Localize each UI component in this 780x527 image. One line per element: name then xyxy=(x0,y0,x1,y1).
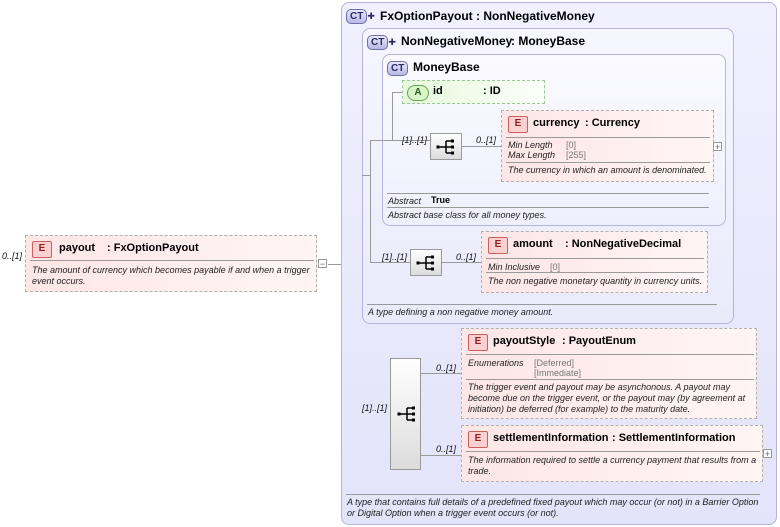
max-length-label: Max Length xyxy=(508,150,556,160)
id-attribute-name: id xyxy=(433,85,443,97)
settlement-information-doc: The information required to settle a cur… xyxy=(468,455,757,476)
non-negative-money-title: NonNegativeMoney xyxy=(401,34,513,48)
min-inclusive-value: [0] xyxy=(550,262,561,272)
payout-style-name: payoutStyle xyxy=(493,335,556,347)
max-length-value: [255] xyxy=(566,150,587,160)
fx-option-payout-sequence-occurrence: [1]..[1] xyxy=(362,403,388,413)
non-negative-money-type-ref: : MoneyBase xyxy=(511,34,586,48)
enum-value-immediate: [Immediate] xyxy=(534,368,582,378)
payout-style-occurrence: 0..[1] xyxy=(436,363,457,373)
collapse-payout-icon[interactable]: − xyxy=(318,259,327,269)
fx-option-payout-sequence[interactable] xyxy=(390,358,421,470)
min-length-label: Min Length xyxy=(508,140,553,150)
payout-name: payout xyxy=(59,242,96,254)
sequence-compositor-icon xyxy=(416,255,434,271)
root-occurrence: 0..[1] xyxy=(2,251,23,261)
non-negative-money-sequence[interactable] xyxy=(410,249,442,276)
currency-element[interactable]: E currency : Currency Min Length [0] Max… xyxy=(501,110,714,182)
amount-occurrence: 0..[1] xyxy=(456,252,477,262)
payout-style-type: : PayoutEnum xyxy=(562,335,636,347)
complex-type-badge: CT xyxy=(346,9,368,24)
min-inclusive-label: Min Inclusive xyxy=(488,262,541,272)
id-attribute-type: : ID xyxy=(483,85,501,97)
element-badge: E xyxy=(32,241,52,258)
money-base-sequence[interactable] xyxy=(430,133,462,160)
settlement-information-name: settlementInformation xyxy=(493,432,609,444)
amount-element[interactable]: E amount : NonNegativeDecimal Min Inclus… xyxy=(481,231,708,293)
fx-option-payout-title: FxOptionPayout : NonNegativeMoney xyxy=(380,9,595,23)
abstract-value: True xyxy=(431,195,451,205)
sequence-compositor-icon xyxy=(397,406,415,422)
payout-type: : FxOptionPayout xyxy=(107,242,199,254)
currency-occurrence: 0..[1] xyxy=(476,135,497,145)
expand-currency-icon[interactable]: + xyxy=(713,142,722,152)
amount-name: amount xyxy=(513,238,553,250)
amount-doc: The non negative monetary quantity in cu… xyxy=(488,276,703,286)
abstract-label: Abstract xyxy=(388,196,422,206)
amount-type: : NonNegativeDecimal xyxy=(565,238,682,250)
money-base-sequence-occurrence: [1]..[1] xyxy=(402,135,428,145)
expand-settlement-information-icon[interactable]: + xyxy=(763,449,772,459)
settlement-information-type: : SettlementInformation xyxy=(612,432,736,444)
non-negative-money-doc: A type defining a non negative money amo… xyxy=(368,307,554,317)
currency-doc: The currency in which an amount is denom… xyxy=(508,165,707,175)
attribute-badge: A xyxy=(407,85,429,101)
currency-type: : Currency xyxy=(585,117,641,129)
non-negative-money-sequence-occurrence: [1]..[1] xyxy=(382,252,408,262)
sequence-compositor-icon xyxy=(436,139,454,155)
payout-style-doc: The trigger event and payout may be asyn… xyxy=(468,382,746,414)
currency-name: currency xyxy=(533,117,580,129)
element-badge: E xyxy=(468,334,488,351)
complex-type-badge: CT xyxy=(387,61,409,76)
payout-style-element[interactable]: E payoutStyle : PayoutEnum Enumerations … xyxy=(461,328,757,419)
id-attribute[interactable]: A id : ID xyxy=(402,80,545,104)
element-badge: E xyxy=(508,116,528,133)
element-badge: E xyxy=(488,237,508,254)
money-base-doc: Abstract base class for all money types. xyxy=(388,210,547,220)
payout-element[interactable]: E payout : FxOptionPayout The amount of … xyxy=(25,235,317,292)
fx-option-payout-doc: A type that contains full details of a p… xyxy=(347,497,759,518)
complex-type-badge: CT xyxy=(367,35,389,50)
enumerations-label: Enumerations xyxy=(468,358,524,368)
money-base-title: MoneyBase xyxy=(413,60,480,74)
payout-doc: The amount of currency which becomes pay… xyxy=(32,265,310,286)
settlement-information-element[interactable]: E settlementInformation : SettlementInfo… xyxy=(461,425,763,482)
element-badge: E xyxy=(468,431,488,448)
settlement-information-occurrence: 0..[1] xyxy=(436,444,457,454)
enum-value-deferred: [Deferred] xyxy=(534,358,575,368)
min-length-value: [0] xyxy=(566,140,577,150)
